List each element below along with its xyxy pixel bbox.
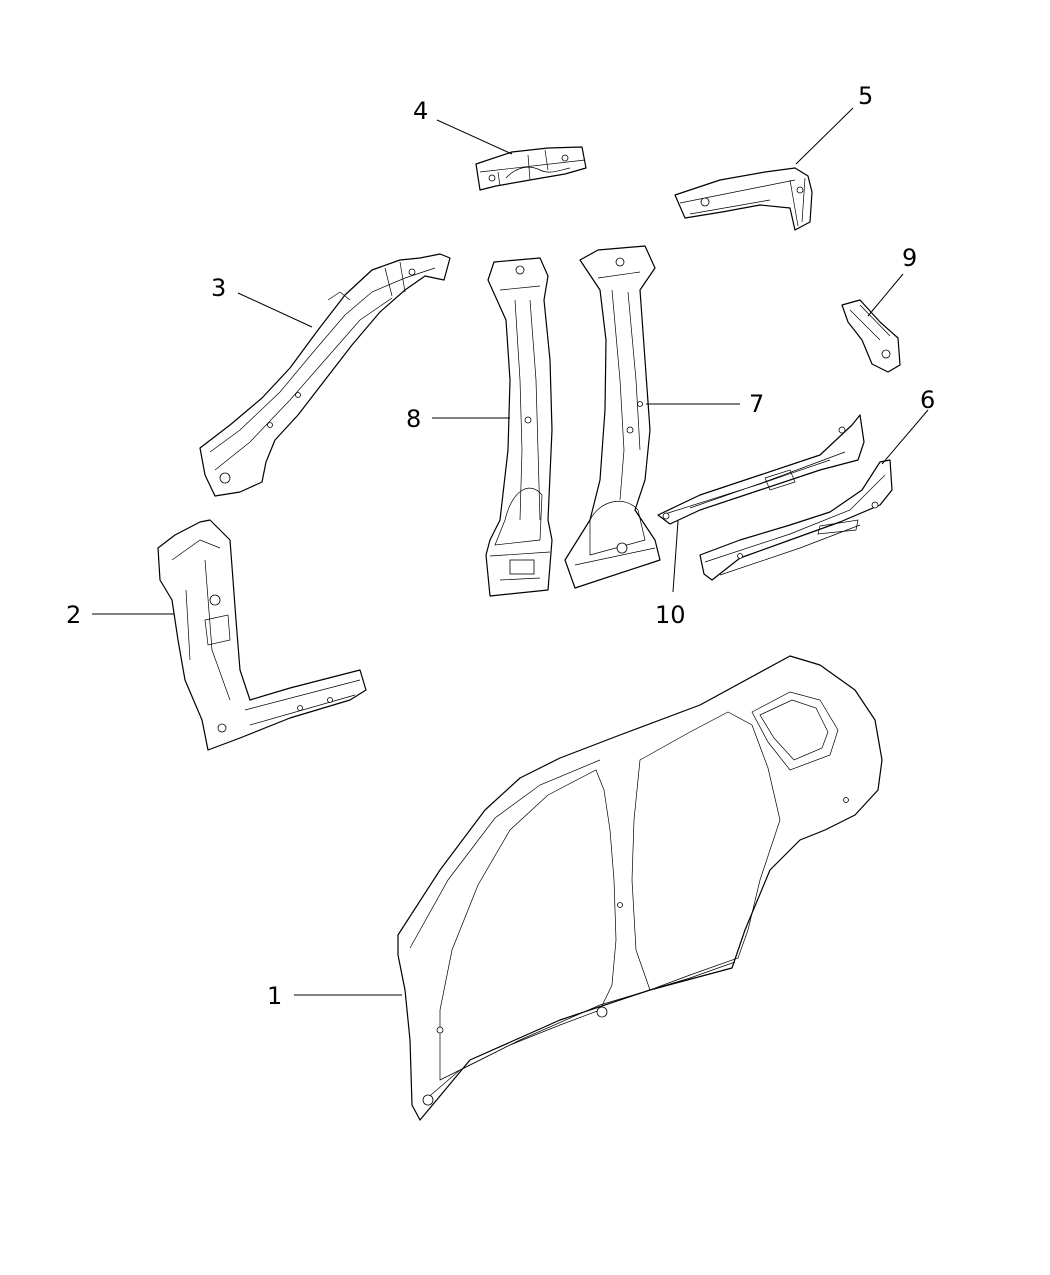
callout-9: 9: [902, 244, 917, 272]
part-10-sill-inner: [657, 414, 865, 525]
callout-3: 3: [211, 274, 226, 302]
leader-5: [795, 107, 854, 165]
callout-2: 2: [66, 601, 81, 629]
leader-3: [237, 292, 313, 328]
callout-5: 5: [858, 82, 873, 110]
part-5-rear-roof-rail: [674, 167, 813, 231]
callout-6: 6: [920, 386, 935, 414]
leader-9: [867, 273, 904, 317]
part-6-sill-outer: [699, 459, 893, 581]
part-7-b-pillar-reinforcement: [564, 245, 661, 589]
callout-4: 4: [413, 97, 428, 125]
part-1-body-side-aperture: [397, 655, 883, 1121]
leader-6: [881, 409, 929, 465]
part-2-hinge-pillar: [157, 519, 367, 751]
part-9-bracket: [841, 299, 901, 373]
callout-10: 10: [655, 601, 686, 629]
part-8-b-pillar-inner: [485, 257, 553, 597]
leader-10: [672, 520, 679, 593]
part-3-a-pillar-upper: [199, 253, 451, 497]
callout-1: 1: [267, 982, 282, 1010]
part-4-roof-bracket: [475, 146, 587, 191]
callout-7: 7: [749, 390, 764, 418]
leader-4: [436, 119, 513, 155]
callout-8: 8: [406, 405, 421, 433]
